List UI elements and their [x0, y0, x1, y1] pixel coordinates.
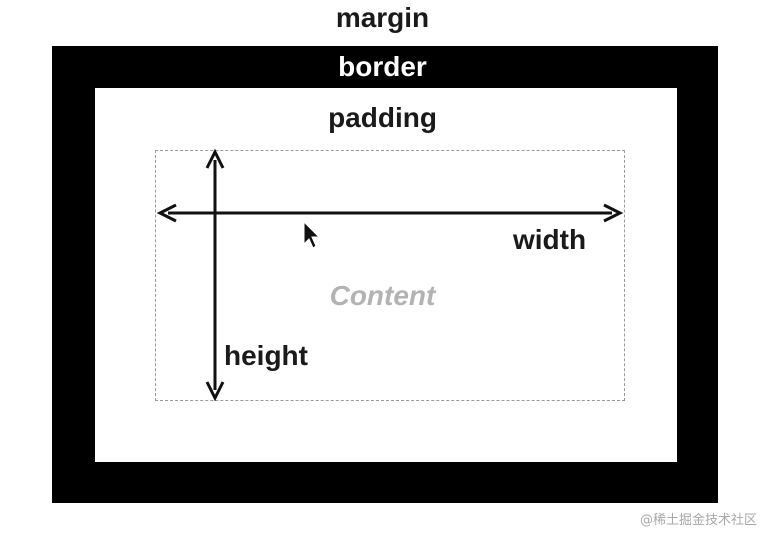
site-watermark: @稀土掘金技术社区: [639, 513, 757, 528]
margin-label: margin: [335, 2, 430, 33]
width-arrow: [156, 203, 624, 223]
height-arrow: [205, 148, 225, 402]
mouse-pointer-icon: [303, 220, 321, 249]
padding-label: padding: [328, 102, 437, 133]
content-label: Content: [329, 280, 436, 311]
border-label: border: [338, 51, 427, 82]
height-label: height: [224, 340, 308, 371]
content-box: [155, 150, 625, 401]
width-label: width: [513, 224, 587, 255]
